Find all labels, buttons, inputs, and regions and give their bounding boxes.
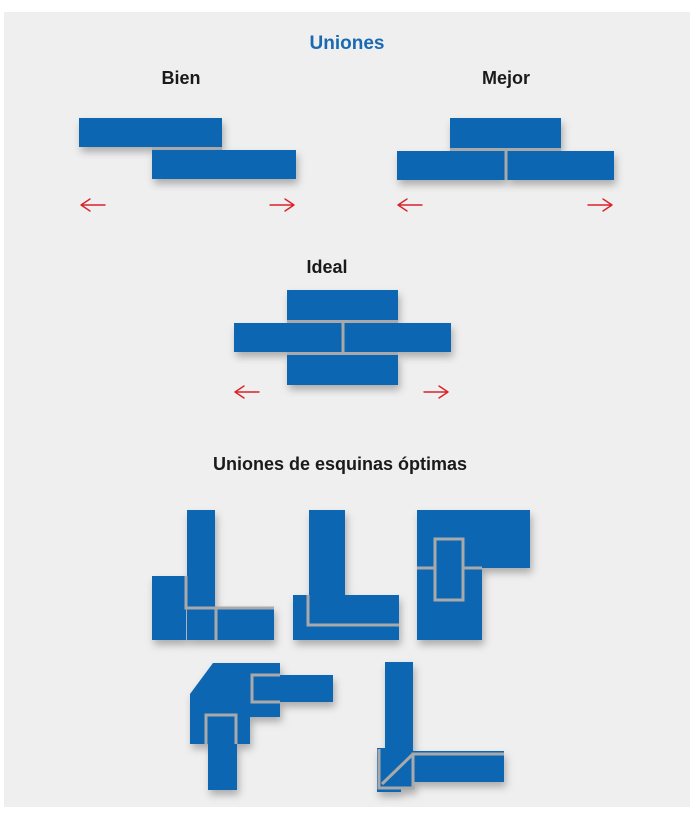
tile [450, 118, 561, 148]
heading-better: Mejor [481, 68, 531, 88]
tile [397, 151, 505, 180]
diagram-title: Uniones [309, 33, 385, 54]
seam [306, 595, 399, 627]
tile [208, 744, 237, 790]
heading-good: Bien [161, 68, 201, 88]
diagram-panel: Uniones Bien Mejor Ideal Uniones de esqu… [4, 12, 690, 807]
seam [377, 749, 504, 790]
tile [152, 150, 296, 179]
tile [309, 510, 345, 630]
tile [234, 323, 342, 352]
arrow-left-icon [80, 198, 106, 212]
corner-joint-4 [190, 663, 333, 790]
corner-joint-2 [293, 510, 399, 640]
arrow-right-icon [587, 198, 613, 212]
diagram-artwork [79, 118, 614, 792]
tile [187, 609, 274, 640]
seam [184, 576, 274, 610]
layout-better [397, 118, 614, 212]
tile [385, 751, 504, 782]
heading-corners: Uniones de esquinas óptimas [212, 454, 468, 474]
tile [287, 290, 398, 320]
tile [344, 323, 451, 352]
arrow-right-icon [269, 198, 295, 212]
corner-joint-5 [377, 662, 504, 792]
seam [250, 673, 280, 704]
seam [380, 752, 415, 786]
heading-ideal: Ideal [306, 257, 348, 277]
corner-joint-3 [417, 510, 530, 640]
tile [507, 151, 614, 180]
arrow-left-icon [397, 198, 423, 212]
seam [204, 713, 238, 744]
corner-joint-1 [152, 510, 274, 640]
tile [417, 568, 482, 640]
tile [152, 576, 186, 640]
tile [79, 118, 222, 147]
tile [287, 355, 398, 385]
arrow-left-icon [234, 385, 260, 399]
tile [250, 675, 333, 702]
seam [433, 537, 465, 602]
arrow-right-icon [423, 385, 449, 399]
layout-ideal [234, 290, 451, 399]
layout-good [79, 118, 296, 212]
